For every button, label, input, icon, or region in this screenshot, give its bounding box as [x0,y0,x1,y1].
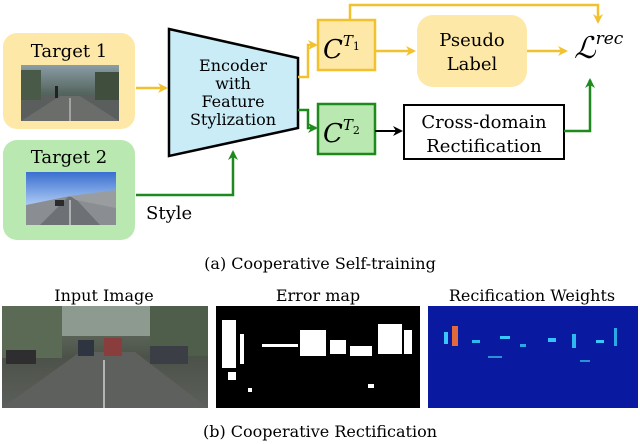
loss-symbol: ℒrec [574,29,624,66]
target1-block: Target 1 [3,33,135,129]
ct1-block: CT1 [316,18,377,72]
style-label: Style [146,203,192,224]
arrow-encoder-ct1 [298,40,318,79]
pseudo-label-box [417,15,527,87]
crossdomain-line2: Rectification [426,136,542,157]
crossdomain-line1: Cross-domain [421,112,547,133]
crossdomain-block: Cross-domain Rectification [403,104,565,160]
target2-image [26,172,116,225]
input-image-title: Input Image [54,286,153,305]
pseudo-label-line1: Pseudo [439,30,504,51]
arrow-crossdomain-loss [564,78,595,133]
encoder-line3: Feature [201,92,264,111]
encoder-block: Encoder with Feature Stylization [167,27,300,158]
ct2-label: CT2 [323,116,360,149]
weights-title: Recification Weights [449,286,615,305]
weights-map [428,306,638,408]
ct2-box [316,102,377,156]
error-map [216,306,420,408]
arrow-style-encoder [136,150,238,197]
encoder-line2: with [215,74,251,93]
ct2-block: CT2 [316,102,377,156]
ct1-box [316,18,377,72]
target2-block: Target 2 [3,140,135,240]
encoder-line4: Stylization [190,110,276,129]
arrow-ct1-loss [348,3,603,24]
target1-image [21,65,119,121]
caption-b: (b) Cooperative Rectification [203,422,437,441]
input-image [2,306,208,408]
target2-label: Target 2 [31,147,108,168]
arrow-encoder-ct2 [298,108,318,133]
target1-label: Target 1 [31,41,108,62]
pseudo-label-line2: Label [447,54,498,75]
pseudo-label-block: Pseudo Label [417,15,527,87]
caption-a: (a) Cooperative Self-training [204,254,436,273]
error-map-title: Error map [276,286,360,305]
ct1-label: CT1 [323,32,360,65]
encoder-line1: Encoder [199,56,267,75]
arrows [136,3,603,197]
encoder-trapezoid [167,27,300,158]
